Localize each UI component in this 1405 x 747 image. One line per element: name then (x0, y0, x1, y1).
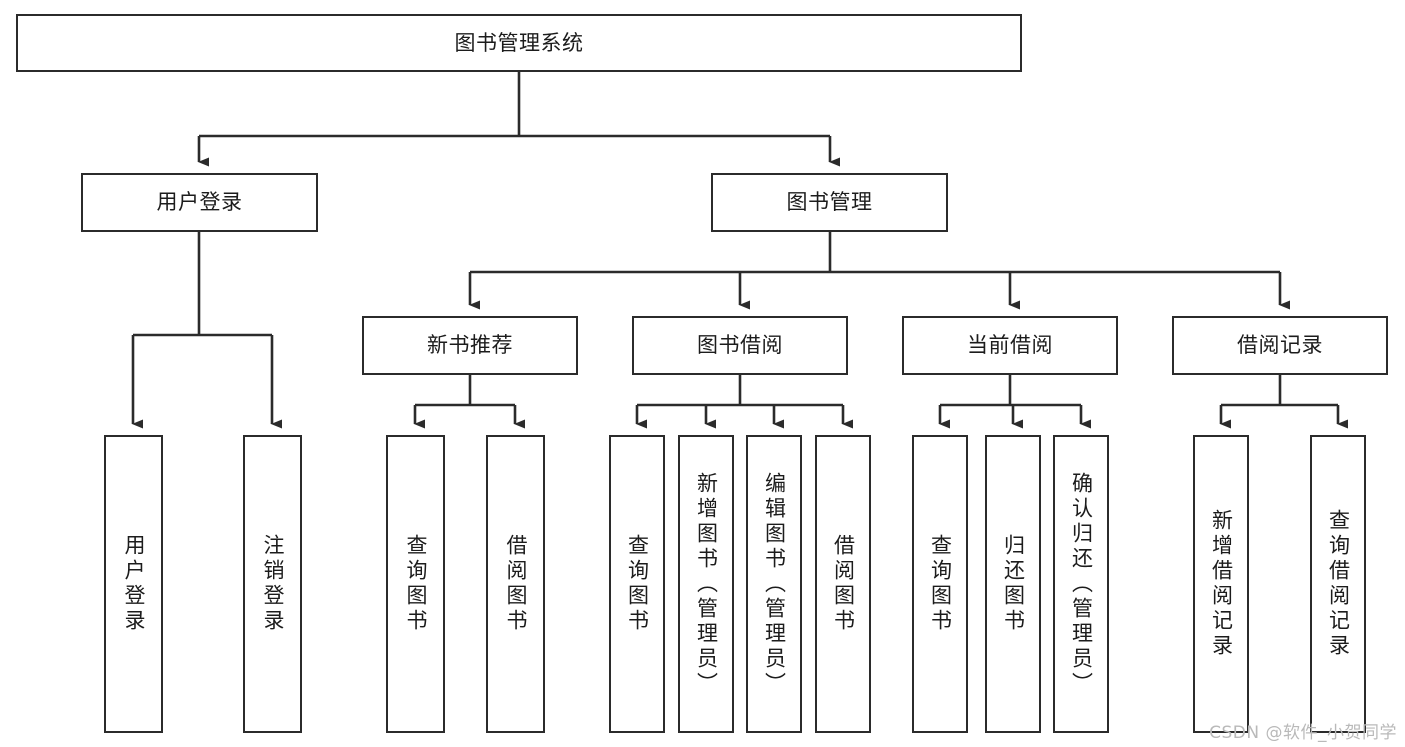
node-leaf-query-borrow-record-label: 查询借阅记录 (1326, 509, 1351, 659)
node-leaf-add-book-admin-label: 新增图书（管理员） (694, 471, 719, 697)
node-leaf-query-book-borrow-label: 查询图书 (625, 534, 650, 634)
node-leaf-confirm-return-admin[interactable]: 确认归还（管理员） (1053, 435, 1109, 733)
node-user-login-label: 用户登录 (156, 190, 243, 215)
node-new-book-rec-label: 新书推荐 (427, 333, 513, 358)
node-leaf-add-borrow-record[interactable]: 新增借阅记录 (1193, 435, 1249, 733)
node-leaf-query-book-borrow[interactable]: 查询图书 (609, 435, 665, 733)
node-borrow-record-label: 借阅记录 (1237, 333, 1323, 358)
node-leaf-query-borrow-record[interactable]: 查询借阅记录 (1310, 435, 1366, 733)
node-leaf-query-book-rec[interactable]: 查询图书 (386, 435, 445, 733)
node-book-borrow[interactable]: 图书借阅 (632, 316, 848, 375)
node-leaf-logout-label: 注销登录 (261, 534, 286, 634)
node-leaf-logout[interactable]: 注销登录 (243, 435, 302, 733)
watermark-text: CSDN @软件_小贺同学 (1209, 723, 1397, 743)
node-leaf-confirm-return-admin-label: 确认归还（管理员） (1069, 471, 1094, 697)
node-leaf-edit-book-admin-label: 编辑图书（管理员） (762, 471, 787, 697)
node-book-manage[interactable]: 图书管理 (711, 173, 948, 232)
node-new-book-rec[interactable]: 新书推荐 (362, 316, 578, 375)
node-leaf-add-borrow-record-label: 新增借阅记录 (1209, 509, 1234, 659)
node-root[interactable]: 图书管理系统 (16, 14, 1022, 72)
node-leaf-borrow-book-rec-label: 借阅图书 (504, 534, 529, 634)
node-current-borrow[interactable]: 当前借阅 (902, 316, 1118, 375)
node-leaf-add-book-admin[interactable]: 新增图书（管理员） (678, 435, 734, 733)
node-leaf-return-book-label: 归还图书 (1001, 534, 1026, 634)
node-leaf-return-book[interactable]: 归还图书 (985, 435, 1041, 733)
node-leaf-borrow-book[interactable]: 借阅图书 (815, 435, 871, 733)
node-leaf-query-book-cur[interactable]: 查询图书 (912, 435, 968, 733)
node-root-label: 图书管理系统 (454, 30, 584, 55)
node-leaf-query-book-cur-label: 查询图书 (928, 534, 953, 634)
node-borrow-record[interactable]: 借阅记录 (1172, 316, 1388, 375)
node-book-manage-label: 图书管理 (786, 190, 873, 215)
node-leaf-user-login-label: 用户登录 (122, 534, 147, 634)
node-leaf-edit-book-admin[interactable]: 编辑图书（管理员） (746, 435, 802, 733)
node-leaf-user-login[interactable]: 用户登录 (104, 435, 163, 733)
node-user-login[interactable]: 用户登录 (81, 173, 318, 232)
node-book-borrow-label: 图书借阅 (697, 333, 783, 358)
node-current-borrow-label: 当前借阅 (967, 333, 1053, 358)
node-leaf-borrow-book-label: 借阅图书 (831, 534, 856, 634)
node-leaf-query-book-rec-label: 查询图书 (404, 534, 429, 634)
node-leaf-borrow-book-rec[interactable]: 借阅图书 (486, 435, 545, 733)
